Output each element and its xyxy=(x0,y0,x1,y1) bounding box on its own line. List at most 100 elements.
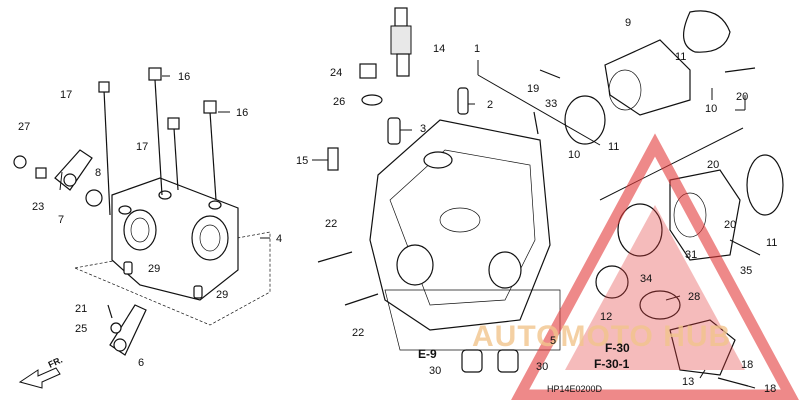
ref-f30-1: F-30-1 xyxy=(594,357,630,371)
holder-boss-3 xyxy=(208,200,222,210)
insulator-10 xyxy=(604,39,691,116)
bolt-17b-head xyxy=(167,117,180,130)
callout-27: 27 xyxy=(18,121,30,133)
bolt-20a xyxy=(724,67,756,73)
camshaft-holder xyxy=(111,177,239,301)
washer-27 xyxy=(13,155,27,169)
bolt-16a-head xyxy=(148,67,162,81)
spark-plug-terminal xyxy=(394,7,408,27)
watermark-text: AUTOMOTO HUB xyxy=(472,320,731,353)
dowel-pin-29a xyxy=(123,261,133,275)
watermark-triangle-inner xyxy=(565,205,745,370)
insulator-10-opening xyxy=(608,69,642,111)
combustion-chamber xyxy=(439,207,481,233)
rocker-arm-7-pivot xyxy=(63,173,77,187)
callout-34: 34 xyxy=(640,273,652,285)
callout-14: 14 xyxy=(433,43,445,55)
callout-23: 23 xyxy=(32,201,44,213)
callout-35: 35 xyxy=(740,265,752,277)
holder-bore-left-inner xyxy=(130,217,150,243)
callout-11c: 11 xyxy=(766,237,777,249)
valve-guide-2 xyxy=(457,87,469,115)
bolt-33 xyxy=(533,111,539,135)
callout-18b: 18 xyxy=(764,383,776,395)
hose-clamp-35 xyxy=(746,154,784,216)
hose-clamp-34 xyxy=(617,203,663,257)
callout-7: 7 xyxy=(58,214,64,226)
washer-25 xyxy=(110,322,122,334)
callout-11a: 11 xyxy=(675,51,686,63)
callout-4: 4 xyxy=(276,233,282,245)
callout-33: 33 xyxy=(545,98,557,110)
collar-30b xyxy=(497,349,519,373)
callout-1: 1 xyxy=(474,43,480,55)
spark-plug-insulator xyxy=(390,25,412,55)
callout-2: 2 xyxy=(487,99,493,111)
cylinder-head-body xyxy=(369,119,551,331)
callout-16a: 16 xyxy=(178,71,190,83)
callout-20c: 20 xyxy=(724,219,736,231)
callout-26: 26 xyxy=(333,96,345,108)
nut-23 xyxy=(35,167,47,179)
callout-17b: 17 xyxy=(136,141,148,153)
callout-31: 31 xyxy=(685,249,697,261)
watermark-logo: AUTOMOTO HUB xyxy=(472,133,799,400)
thermostat-cover-13 xyxy=(669,319,736,376)
plug-well xyxy=(423,151,453,169)
callout-18a: 18 xyxy=(741,359,753,371)
cylinder-head-deck xyxy=(389,149,536,306)
holder-boss-1 xyxy=(118,205,132,215)
intake-insulator-group xyxy=(533,10,784,387)
callout-10a: 10 xyxy=(705,103,717,115)
front-label: FR. xyxy=(47,355,64,370)
callout-12: 12 xyxy=(600,311,612,323)
callout-16b: 16 xyxy=(236,107,248,119)
holder-boss-2 xyxy=(158,190,172,200)
valve-guide-3 xyxy=(387,117,401,145)
spark-plug-body xyxy=(396,53,410,77)
callout-13: 13 xyxy=(682,376,694,388)
intake-port xyxy=(396,244,434,286)
insulator-31 xyxy=(669,169,741,261)
head-gasket xyxy=(384,289,561,351)
callout-24: 24 xyxy=(330,67,342,79)
holder-bore-right xyxy=(191,215,229,261)
callouts: 14 1 9 11 10 20 17 16 16 17 24 26 19 33 … xyxy=(18,17,777,395)
nut-24 xyxy=(359,63,377,79)
callout-3: 3 xyxy=(420,123,426,135)
callout-20b: 20 xyxy=(707,159,719,171)
bolt-16b xyxy=(209,111,217,201)
collar-30a xyxy=(461,349,483,373)
callout-19: 19 xyxy=(527,83,539,95)
bolt-17b xyxy=(173,127,179,191)
callout-21: 21 xyxy=(75,303,87,315)
bolt-17a xyxy=(103,89,111,216)
hose-clamp-9 xyxy=(683,10,731,53)
watermark-triangle-outer xyxy=(511,133,799,400)
callout-17a: 17 xyxy=(60,89,72,101)
rocker-arm-6-pivot xyxy=(113,338,127,352)
front-arrow-icon xyxy=(18,367,61,389)
callout-30a: 30 xyxy=(429,365,441,377)
spring-8 xyxy=(85,189,103,207)
stud-22b xyxy=(344,293,379,306)
callout-22a: 22 xyxy=(325,218,337,230)
bolt-21 xyxy=(107,304,113,319)
insulator-31-opening xyxy=(673,192,707,238)
exhaust-port xyxy=(488,251,522,289)
hose-clamp-lower xyxy=(564,95,606,145)
dowel-pin-29b xyxy=(193,285,203,299)
o-ring-28 xyxy=(639,290,681,320)
holder-bore-right-inner xyxy=(199,224,221,252)
callout-28: 28 xyxy=(688,291,700,303)
camshaft-holder-group xyxy=(13,67,271,356)
callout-9: 9 xyxy=(625,17,631,29)
callout-10b: 10 xyxy=(568,149,580,161)
ref-e9: E-9 xyxy=(418,347,437,361)
callout-5: 5 xyxy=(550,335,556,347)
callout-11b: 11 xyxy=(608,141,619,153)
sensor-15 xyxy=(327,147,339,171)
bolt-18 xyxy=(717,377,749,387)
